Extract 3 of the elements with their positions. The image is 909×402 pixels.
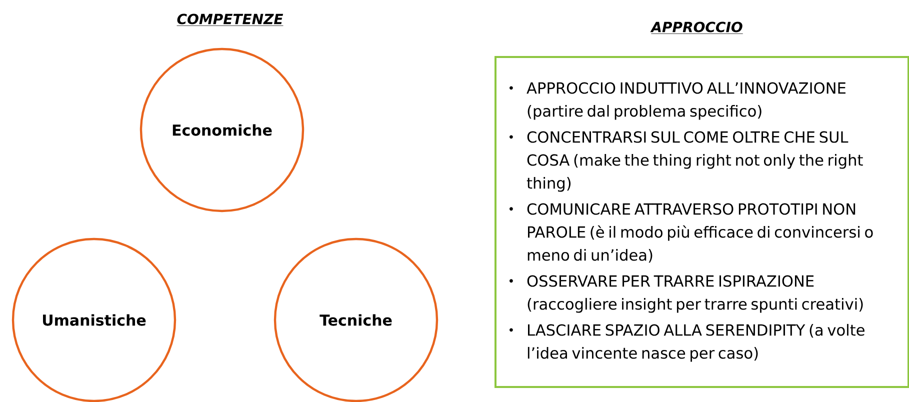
heading: COMPETENZE: [176, 14, 284, 26]
heading: APPROCCIO: [650, 22, 744, 34]
text-box: APPROCCIO INDUTTIVO ALL’INNOVAZIONE (partire dal problema specifico) CONCENTRARSI SUL COME OLTRE CHE SUL COSA (make the thing right not only the right thing) COMUNICARE ATTRAVERSO PROTOTIPI NON PAROLE (è il modo più efficace di convincersi o meno di un’idea) OSSERVARE PER TRARRE ISPIRAZIONE (raccogliere insight per trarre spunti creativi) LASCIARE SPAZIO ALLA SERENDIPITY (a volte l’idea vincente nasce per caso): [494, 56, 909, 388]
